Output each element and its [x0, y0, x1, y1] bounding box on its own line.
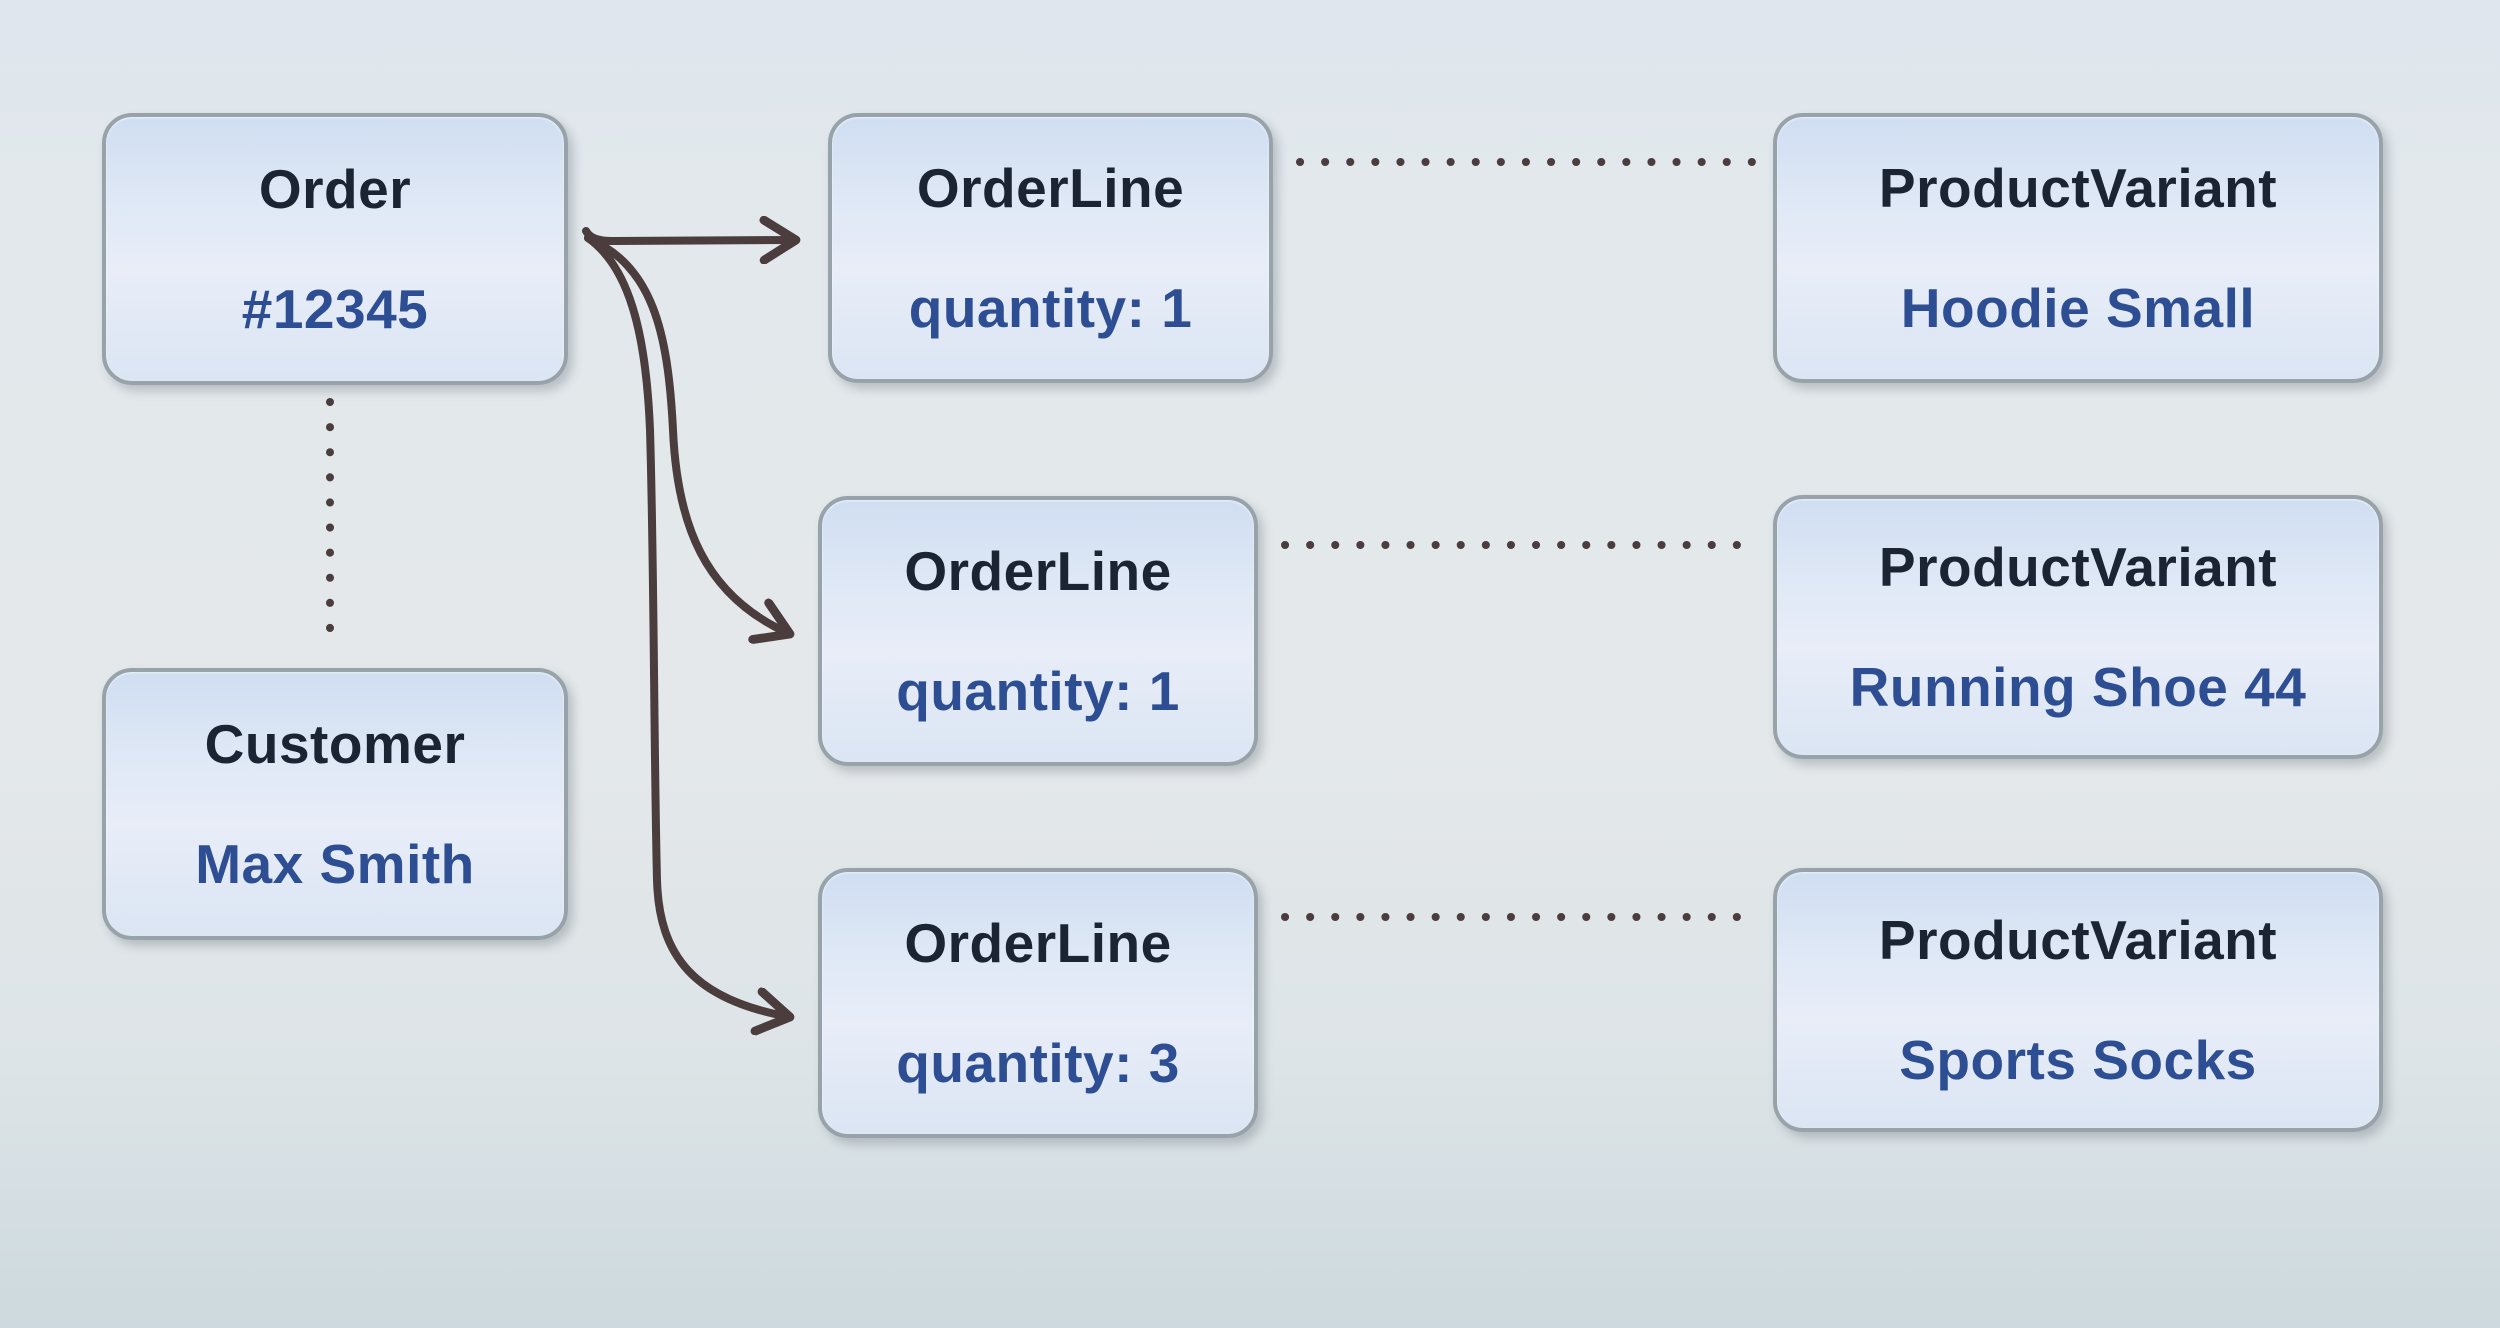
node-productvariant-3-title: ProductVariant [1878, 909, 2278, 971]
node-productvariant-3: ProductVariant Sports Socks [1773, 868, 2383, 1132]
node-productvariant-2-value: Running Shoe 44 [1849, 656, 2307, 718]
node-customer: Customer Max Smith [102, 668, 568, 940]
node-orderline-1: OrderLine quantity: 1 [828, 113, 1273, 383]
node-orderline-3-title: OrderLine [904, 912, 1172, 974]
node-order-value: #12345 [241, 278, 429, 340]
node-customer-title: Customer [204, 713, 466, 775]
node-orderline-2-value: quantity: 1 [896, 660, 1180, 722]
node-orderline-2: OrderLine quantity: 1 [818, 496, 1258, 766]
node-order-title: Order [258, 158, 412, 220]
node-customer-value: Max Smith [195, 833, 475, 895]
node-order: Order #12345 [102, 113, 568, 385]
edge-order-orderline1-arrow [582, 231, 796, 241]
node-orderline-1-value: quantity: 1 [908, 277, 1193, 339]
node-productvariant-2: ProductVariant Running Shoe 44 [1773, 495, 2383, 759]
edge-order-orderline2-arrow [584, 234, 790, 634]
node-orderline-1-title: OrderLine [916, 157, 1185, 219]
node-productvariant-3-value: Sports Socks [1899, 1029, 2257, 1091]
node-productvariant-2-title: ProductVariant [1878, 536, 2278, 598]
node-productvariant-1-title: ProductVariant [1878, 157, 2278, 219]
node-orderline-2-title: OrderLine [904, 540, 1172, 602]
node-productvariant-1-value: Hoodie Small [1900, 277, 2256, 339]
node-productvariant-1: ProductVariant Hoodie Small [1773, 113, 2383, 383]
node-orderline-3-value: quantity: 3 [896, 1032, 1180, 1094]
node-orderline-3: OrderLine quantity: 3 [818, 868, 1258, 1138]
edge-order-orderline3-arrow [584, 234, 790, 1017]
